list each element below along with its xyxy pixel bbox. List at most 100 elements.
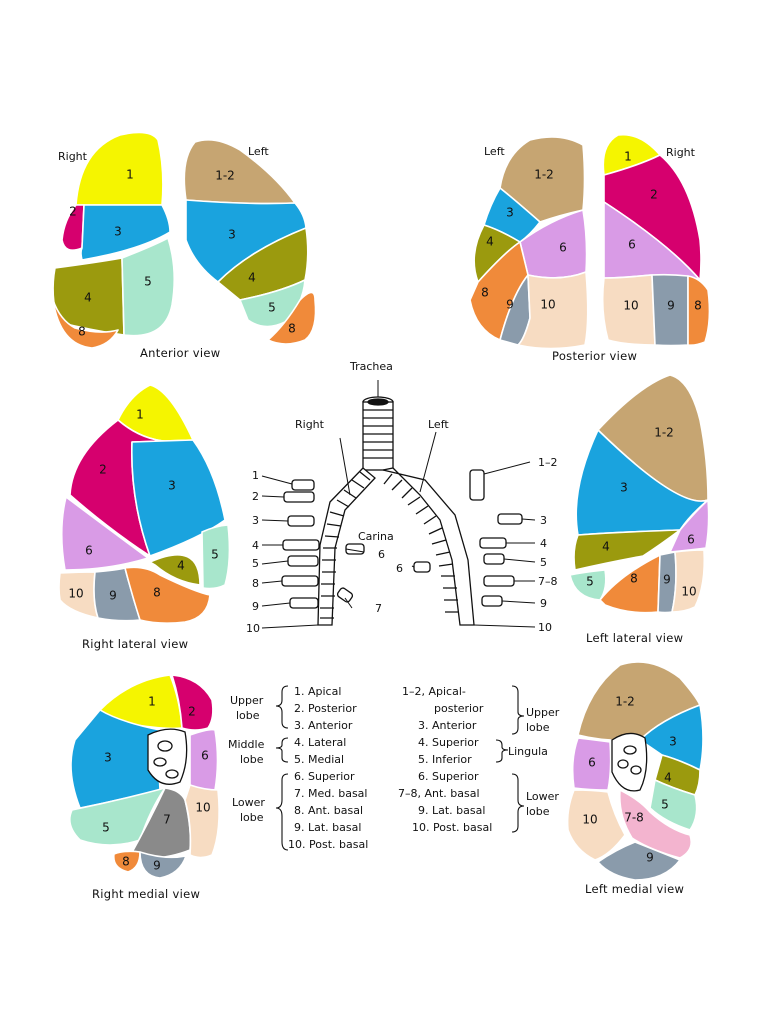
anterior-view: 1 2 3 4 5 8 1-2 3 4 5 8 Right Left Anter… [52, 131, 317, 360]
ant-right-seg-3 [80, 204, 171, 261]
rl-seg-8 [124, 566, 211, 624]
legend-r7: 7. Med. basal [294, 787, 367, 800]
rm-label-2: 2 [188, 705, 196, 719]
post-labels: 1-2 3 4 6 8 9 10 1 2 6 10 9 8 [481, 150, 702, 313]
left-main-bronchus [382, 467, 475, 626]
tree-r2: 2 [252, 490, 259, 503]
legend-upper-lobe-2: lobe [236, 709, 260, 722]
legend-r2: 2. Posterior [294, 702, 357, 715]
ant-right-seg-2 [61, 204, 85, 251]
lm-hilum-vessel-2 [617, 759, 629, 769]
rm-hilum [147, 728, 188, 785]
legend-l6: 6. Superior [418, 770, 479, 783]
legend-r5: 5. Medial [294, 753, 344, 766]
rm-label-1: 1 [148, 695, 156, 709]
tree-l10: 10 [538, 621, 552, 634]
rm-seg-2 [171, 674, 214, 731]
rm-hilum-vessel-2 [153, 757, 167, 767]
post-label-r1: 1 [624, 150, 632, 164]
tree-center-left-6: 6 [396, 562, 403, 575]
post-label-l6: 6 [559, 241, 567, 255]
ant-label-r2: 2 [69, 205, 77, 219]
ant-label-l3: 3 [228, 228, 236, 242]
ant-label-l8: 8 [288, 322, 296, 336]
ant-label-r5: 5 [144, 275, 152, 289]
tree-r9: 9 [252, 600, 259, 613]
ant-left-seg-8 [267, 291, 317, 345]
rm-labels: 1 2 3 6 5 7 10 8 9 [102, 695, 210, 873]
legend-l78: 7–8, Ant. basal [398, 787, 480, 800]
lm-hilum [611, 732, 648, 792]
rm-label-10: 10 [195, 801, 210, 815]
ll-label-12: 1-2 [654, 426, 674, 440]
tree-l4: 4 [540, 537, 547, 550]
rl-labels: 1 2 3 6 4 5 10 9 8 [68, 408, 218, 603]
post-label-r6: 6 [628, 238, 636, 252]
ant-label-r4: 4 [84, 291, 92, 305]
legend-l3: 3. Anterior [418, 719, 477, 732]
post-label-r9: 9 [667, 299, 675, 313]
ll-seg-4 [573, 529, 681, 571]
rl-seg-5 [201, 524, 231, 590]
legend-r10: 10. Post. basal [288, 838, 368, 851]
tree-l12: 1–2 [538, 456, 558, 469]
post-label-l12: 1-2 [534, 168, 554, 182]
lm-label-3: 3 [669, 735, 677, 749]
legend-left-upper-lobe-2: lobe [526, 721, 550, 734]
legend-left-lower-lobe-1: Lower [526, 790, 559, 803]
rl-label-6: 6 [85, 544, 93, 558]
tree-r5: 5 [252, 557, 259, 570]
legend-r4: 4. Lateral [294, 736, 346, 749]
post-caption: Posterior view [552, 349, 637, 363]
bronchial-leader-lines [261, 380, 536, 629]
post-label-l9: 9 [506, 298, 514, 312]
lm-label-6: 6 [588, 756, 596, 770]
ant-side-left: Left [248, 145, 269, 158]
lm-label-9: 9 [646, 851, 654, 865]
ll-seg-5 [569, 569, 607, 601]
ll-label-10: 10 [681, 585, 696, 599]
lm-seg-5 [649, 779, 698, 831]
post-label-r10: 10 [623, 299, 638, 313]
ant-right-seg-1 [75, 131, 164, 206]
ll-label-3: 3 [620, 481, 628, 495]
rl-label-8: 8 [153, 586, 161, 600]
post-right-seg-10 [601, 274, 656, 346]
tree-l9: 9 [540, 597, 547, 610]
lm-label-78: 7-8 [624, 811, 644, 825]
legend-lower-lobe-1: Lower [232, 796, 265, 809]
post-label-l3: 3 [506, 206, 514, 220]
tree-r4: 4 [252, 539, 259, 552]
trachea-label: Trachea [349, 360, 393, 373]
rm-label-9: 9 [153, 859, 161, 873]
ll-label-9: 9 [663, 573, 671, 587]
ant-right-seg-5 [121, 237, 176, 337]
post-label-l4: 4 [486, 235, 494, 249]
post-side-right: Right [666, 146, 696, 159]
ant-caption: Anterior view [140, 346, 220, 360]
rl-caption: Right lateral view [82, 637, 188, 651]
post-label-r8: 8 [694, 299, 702, 313]
tree-r10: 10 [246, 622, 260, 635]
legend-r1: 1. Apical [294, 685, 341, 698]
legend-upper-lobe-1: Upper [230, 694, 264, 707]
rm-label-3: 3 [104, 751, 112, 765]
legend-r9: 9. Lat. basal [294, 821, 361, 834]
rm-hilum-vessel-1 [157, 740, 173, 752]
lm-hilum-vessel-3 [630, 765, 642, 775]
segment-legend: Upper lobe Middle lobe Lower lobe 1. Api… [228, 685, 560, 851]
rm-caption: Right medial view [92, 887, 200, 901]
legend-l9: 9. Lat. basal [418, 804, 485, 817]
legend-l12: 1–2, Apical- [402, 685, 466, 698]
post-side-left: Left [484, 145, 505, 158]
tree-right-label: Right [295, 418, 325, 431]
rm-seg-8 [112, 850, 141, 873]
legend-l10: 10. Post. basal [412, 821, 492, 834]
legend-brackets [275, 685, 525, 851]
bronchial-tree [261, 380, 536, 629]
rl-label-5: 5 [211, 548, 219, 562]
ll-label-8: 8 [630, 572, 638, 586]
legend-r3: 3. Anterior [294, 719, 353, 732]
post-label-r2: 2 [650, 188, 658, 202]
